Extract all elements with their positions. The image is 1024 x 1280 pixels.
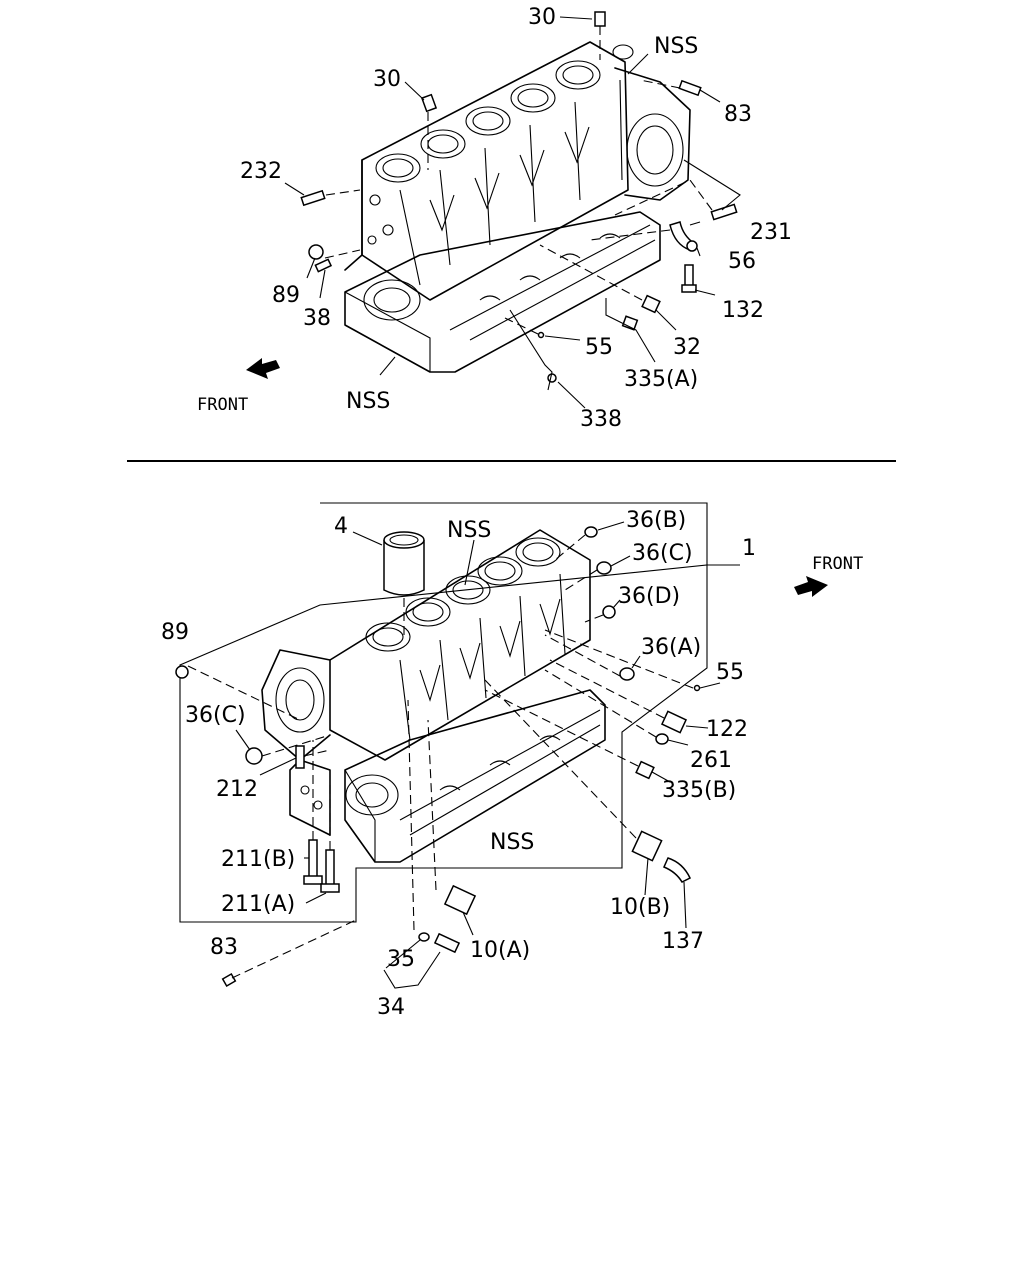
callout-36c-left: 36(C) bbox=[185, 703, 246, 728]
callout-335b: 335(B) bbox=[662, 778, 736, 803]
callout-10a: 10(A) bbox=[470, 938, 530, 963]
part-232-stud bbox=[300, 189, 326, 207]
callout-nss-top: NSS bbox=[654, 34, 698, 59]
callout-335a: 335(A) bbox=[624, 367, 698, 392]
part-36c-right-plug bbox=[596, 561, 612, 575]
part-83-pin bbox=[221, 973, 237, 987]
top-leader-lines bbox=[284, 16, 741, 409]
callout-38: 38 bbox=[303, 306, 331, 331]
part-55-ball bbox=[693, 684, 701, 692]
part-83-pin bbox=[678, 79, 702, 97]
part-10a-fitting bbox=[443, 884, 477, 916]
top-front-arrow-icon bbox=[246, 358, 280, 379]
top-section: FRONT 30 30 NSS 83 232 231 56 89 38 132 … bbox=[197, 5, 792, 432]
part-261-washer bbox=[655, 733, 669, 745]
callout-211a: 211(A) bbox=[221, 892, 295, 917]
callout-nss-top: NSS bbox=[447, 518, 491, 543]
callout-10b: 10(B) bbox=[610, 895, 670, 920]
callout-56: 56 bbox=[728, 249, 756, 274]
part-36a-plug bbox=[619, 667, 635, 681]
callout-132: 132 bbox=[722, 298, 764, 323]
callout-55: 55 bbox=[716, 660, 744, 685]
callout-32: 32 bbox=[673, 335, 701, 360]
part-36d-plug bbox=[602, 605, 616, 619]
callout-1: 1 bbox=[742, 536, 756, 561]
bottom-leader-lines bbox=[187, 521, 721, 989]
callout-30b: 30 bbox=[373, 67, 401, 92]
callout-338: 338 bbox=[580, 407, 622, 432]
callout-137: 137 bbox=[662, 929, 704, 954]
part-34-plug bbox=[433, 932, 461, 954]
callout-122: 122 bbox=[706, 717, 748, 742]
assembly-outline bbox=[179, 502, 740, 923]
part-55-ball bbox=[537, 331, 545, 339]
part-36b-plug bbox=[584, 526, 598, 538]
callout-35: 35 bbox=[387, 947, 415, 972]
callout-4: 4 bbox=[334, 514, 348, 539]
callout-89: 89 bbox=[161, 620, 189, 645]
part-335b-plug bbox=[635, 760, 655, 780]
callout-36b: 36(B) bbox=[626, 508, 686, 533]
part-211a-bolt bbox=[325, 849, 335, 889]
part-38-pin bbox=[314, 258, 333, 273]
part-89-plug bbox=[175, 665, 189, 679]
callout-231: 231 bbox=[750, 220, 792, 245]
bottom-section: FRONT 4 NSS 36(B) 1 36(C) 36(D) 89 36(A)… bbox=[161, 502, 863, 1020]
callout-55: 55 bbox=[585, 335, 613, 360]
callout-36c-right: 36(C) bbox=[632, 541, 693, 566]
part-4-cylinder-liner bbox=[383, 531, 425, 596]
part-231-stud bbox=[710, 203, 738, 221]
part-30b-plug bbox=[420, 93, 438, 113]
callout-nss-bottom: NSS bbox=[346, 389, 390, 414]
top-front-label: FRONT bbox=[197, 395, 248, 415]
top-loose-parts bbox=[300, 11, 738, 383]
part-35-oring bbox=[418, 932, 430, 942]
part-338-washer bbox=[547, 373, 557, 383]
top-cylinder-bores bbox=[375, 44, 634, 183]
part-36c-left-plug bbox=[245, 747, 263, 765]
callout-30a: 30 bbox=[528, 5, 556, 30]
callout-83: 83 bbox=[210, 935, 238, 960]
callout-34: 34 bbox=[377, 995, 405, 1020]
part-211b-bolt bbox=[308, 839, 318, 881]
callout-211b: 211(B) bbox=[221, 847, 295, 872]
callout-nss-mid: NSS bbox=[490, 830, 534, 855]
part-335a-plug bbox=[621, 315, 639, 331]
bottom-loose-parts bbox=[175, 526, 701, 987]
part-10b-fitting bbox=[631, 830, 663, 862]
callout-261: 261 bbox=[690, 748, 732, 773]
bottom-front-arrow-icon bbox=[794, 576, 828, 597]
part-30a-plug bbox=[594, 11, 606, 27]
part-32-plug bbox=[641, 294, 661, 314]
callout-89: 89 bbox=[272, 283, 300, 308]
bottom-cylinder-bores bbox=[365, 537, 561, 652]
bottom-engine-block bbox=[261, 529, 606, 863]
part-89-plug bbox=[308, 244, 324, 260]
part-137-nozzle bbox=[663, 857, 691, 883]
part-122-fitting bbox=[660, 710, 688, 734]
callout-83: 83 bbox=[724, 102, 752, 127]
callout-232: 232 bbox=[240, 159, 282, 184]
part-212-pin bbox=[295, 745, 305, 769]
callout-212: 212 bbox=[216, 777, 258, 802]
callout-36d: 36(D) bbox=[618, 584, 680, 609]
bottom-front-label: FRONT bbox=[812, 554, 863, 574]
callout-36a: 36(A) bbox=[641, 635, 701, 660]
